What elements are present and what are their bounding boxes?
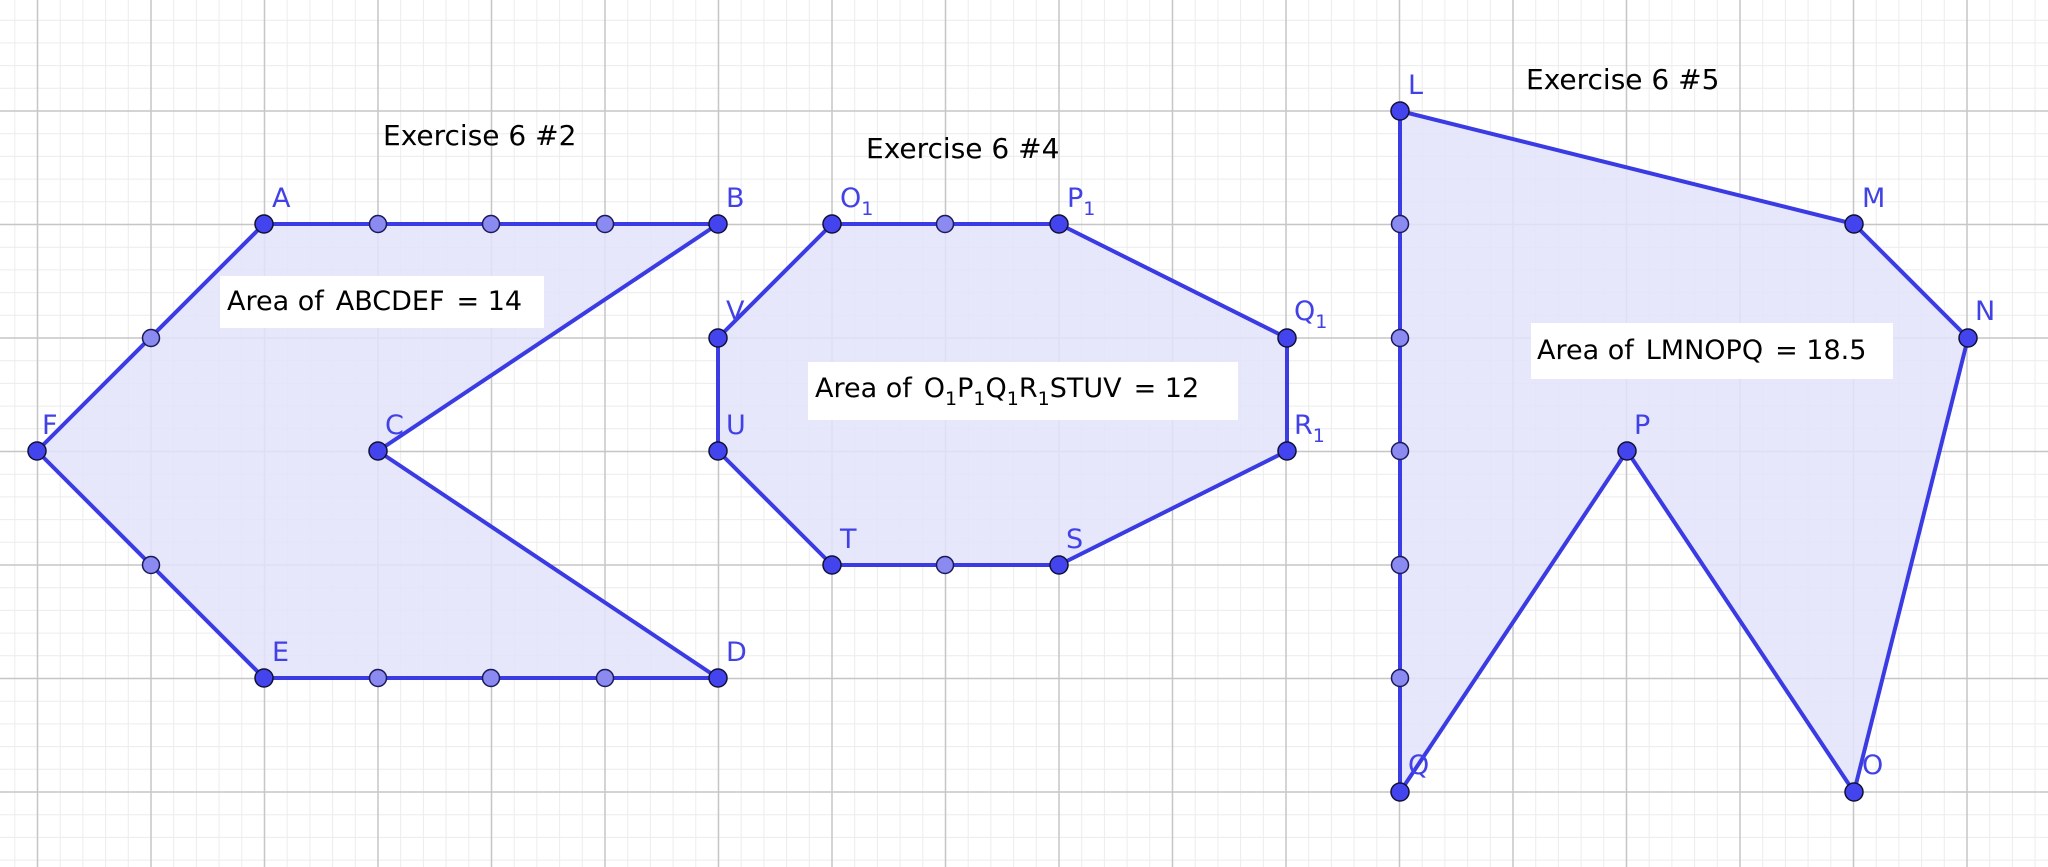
label-l: L	[1408, 70, 1423, 101]
label-r1: R1	[1294, 410, 1325, 447]
vertex-o[interactable]	[1844, 782, 1864, 802]
vertex-p[interactable]	[1617, 441, 1637, 461]
label-q: Q	[1408, 750, 1429, 781]
vertex-m[interactable]	[1844, 214, 1864, 234]
vertex-r1[interactable]	[1277, 441, 1297, 461]
label-n: N	[1975, 296, 1995, 327]
label-q1: Q1	[1294, 296, 1327, 333]
midpoint-ef[interactable]	[141, 555, 161, 575]
label-c: C	[385, 410, 404, 441]
vertex-l[interactable]	[1390, 101, 1410, 121]
midpoints	[141, 214, 1410, 688]
vertex-u[interactable]	[708, 441, 728, 461]
vertices	[27, 101, 1978, 802]
midpoint-o1p1[interactable]	[935, 214, 955, 234]
vertex-a[interactable]	[254, 214, 274, 234]
label-o1: O1	[840, 183, 873, 220]
midpoint-ed-1[interactable]	[368, 668, 388, 688]
vertex-e[interactable]	[254, 668, 274, 688]
vertex-q1[interactable]	[1277, 328, 1297, 348]
midpoint-lq-4[interactable]	[1390, 555, 1410, 575]
label-a: A	[272, 183, 291, 214]
label-p1: P1	[1067, 183, 1095, 220]
point-labels: A B C D E F O1 P1 Q1 R1 S T U V L M N O …	[42, 70, 1995, 781]
label-f: F	[42, 410, 58, 441]
midpoint-lq-3[interactable]	[1390, 441, 1410, 461]
vertex-q[interactable]	[1390, 782, 1410, 802]
label-u: U	[726, 410, 746, 441]
label-o: O	[1862, 750, 1883, 781]
label-t: T	[839, 524, 857, 555]
label-m: M	[1862, 183, 1885, 214]
label-v: V	[726, 296, 745, 327]
vertex-v[interactable]	[708, 328, 728, 348]
midpoint-ed-2[interactable]	[481, 668, 501, 688]
label-s: S	[1066, 524, 1083, 555]
title-exercise-2: Exercise 6 #2	[383, 119, 576, 152]
label-d: D	[726, 637, 747, 668]
midpoint-ts[interactable]	[935, 555, 955, 575]
midpoint-ed-3[interactable]	[595, 668, 615, 688]
midpoint-ab-3[interactable]	[595, 214, 615, 234]
vertex-p1[interactable]	[1049, 214, 1069, 234]
title-exercise-4: Exercise 6 #4	[866, 132, 1059, 165]
midpoint-fa[interactable]	[141, 328, 161, 348]
vertex-n[interactable]	[1958, 328, 1978, 348]
midpoint-ab-2[interactable]	[481, 214, 501, 234]
vertex-f[interactable]	[27, 441, 47, 461]
midpoint-ab-1[interactable]	[368, 214, 388, 234]
label-e: E	[272, 637, 289, 668]
midpoint-lq-2[interactable]	[1390, 328, 1410, 348]
vertex-s[interactable]	[1049, 555, 1069, 575]
vertex-d[interactable]	[708, 668, 728, 688]
vertex-c[interactable]	[368, 441, 388, 461]
label-p: P	[1634, 410, 1650, 441]
label-b: B	[726, 183, 745, 214]
midpoint-lq-5[interactable]	[1390, 668, 1410, 688]
midpoint-lq-1[interactable]	[1390, 214, 1410, 234]
vertex-o1[interactable]	[822, 214, 842, 234]
title-exercise-5: Exercise 6 #5	[1526, 63, 1719, 96]
vertex-t[interactable]	[822, 555, 842, 575]
vertex-b[interactable]	[708, 214, 728, 234]
